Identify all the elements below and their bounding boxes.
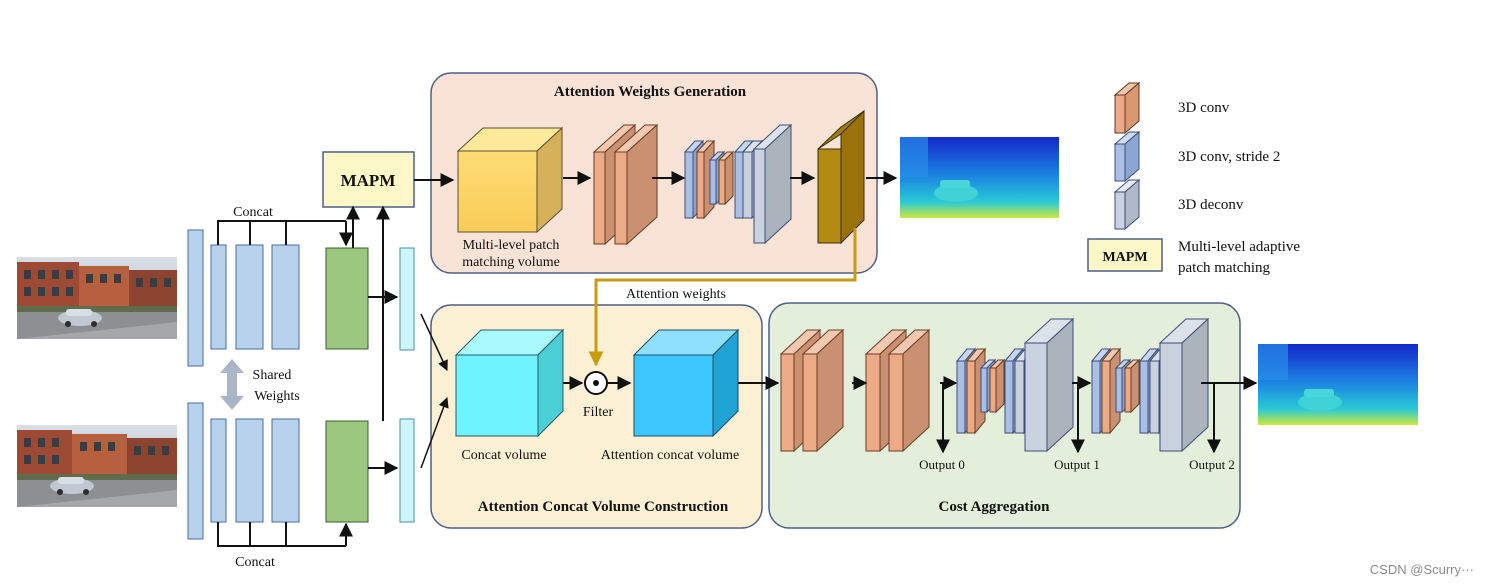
legend-mapm-badge-label: MAPM: [1102, 250, 1147, 265]
output-0-label: Output 0: [919, 457, 965, 472]
concat-volume-cube: [454, 328, 565, 438]
cost-aggregation-layers: [779, 317, 1210, 453]
attention-concat-volume-cube: [632, 328, 740, 438]
legend-deconv-swatch: [1113, 178, 1141, 231]
layer-deconv-8: [752, 123, 793, 245]
concat-volume-label: Concat volume: [461, 448, 546, 463]
layer-conv-14: [1123, 358, 1141, 414]
legend-conv-stride-swatch: [1113, 130, 1141, 183]
left-input-image: [17, 257, 177, 339]
bottom-feature-extractor: [187, 402, 415, 540]
filter-label: Filter: [583, 405, 614, 420]
shared-weights-label-line2: Weights: [254, 389, 300, 404]
final-disparity-map: [1258, 344, 1418, 425]
legend-conv-swatch: [1113, 81, 1141, 135]
output-2-label: Output 2: [1189, 457, 1235, 472]
mapm-label: MAPM: [341, 171, 396, 190]
attention-weights-label: Attention weights: [626, 287, 726, 302]
watermark: CSDN @Scurry···: [1369, 562, 1474, 577]
legend-mapm-line2: patch matching: [1178, 260, 1271, 276]
mlpm-caption-line1: Multi-level patch: [463, 238, 560, 253]
layer-deconv-10: [1023, 317, 1075, 453]
attention-weights-generation-title: Attention Weights Generation: [554, 84, 747, 100]
legend-mapm-badge: [1087, 238, 1163, 272]
layer-conv-7: [988, 358, 1006, 414]
shared-weights-label-line1: Shared: [253, 368, 292, 383]
legend: 3D conv 3D conv, stride 2 3D deconv MAPM…: [1087, 81, 1300, 276]
concat-label-bottom: Concat: [235, 555, 275, 570]
attention-concat-volume-title: Attention Concat Volume Construction: [478, 499, 729, 515]
awg-conv-layers: [592, 123, 793, 246]
mlpm-caption-line2: matching volume: [462, 255, 560, 270]
legend-mapm-line1: Multi-level adaptive: [1178, 239, 1300, 255]
cost-aggregation-title: Cost Aggregation: [939, 499, 1051, 515]
legend-deconv-label: 3D deconv: [1178, 197, 1244, 213]
concat-label-top: Concat: [233, 205, 273, 220]
right-input-image: [17, 425, 177, 507]
layer-conv-1: [801, 328, 845, 453]
legend-conv-stride-label: 3D conv, stride 2: [1178, 149, 1280, 165]
output-1-label: Output 1: [1054, 457, 1100, 472]
legend-conv-label: 3D conv: [1178, 100, 1230, 116]
attention-disparity-map: [900, 137, 1059, 218]
top-feature-extractor: [187, 229, 415, 367]
shared-weights-arrow: [220, 359, 244, 410]
filter-operator-icon: [584, 371, 608, 395]
awg-output-conv: [817, 109, 865, 245]
attention-concat-volume-label: Attention concat volume: [601, 448, 739, 463]
layer-deconv-17: [1158, 317, 1210, 453]
layer-conv-1: [613, 123, 659, 246]
layer-conv-3: [887, 328, 931, 453]
mapm-block: [322, 151, 415, 208]
multi-level-patch-matching-volume: [456, 126, 564, 234]
layer-conv-5: [717, 150, 735, 206]
